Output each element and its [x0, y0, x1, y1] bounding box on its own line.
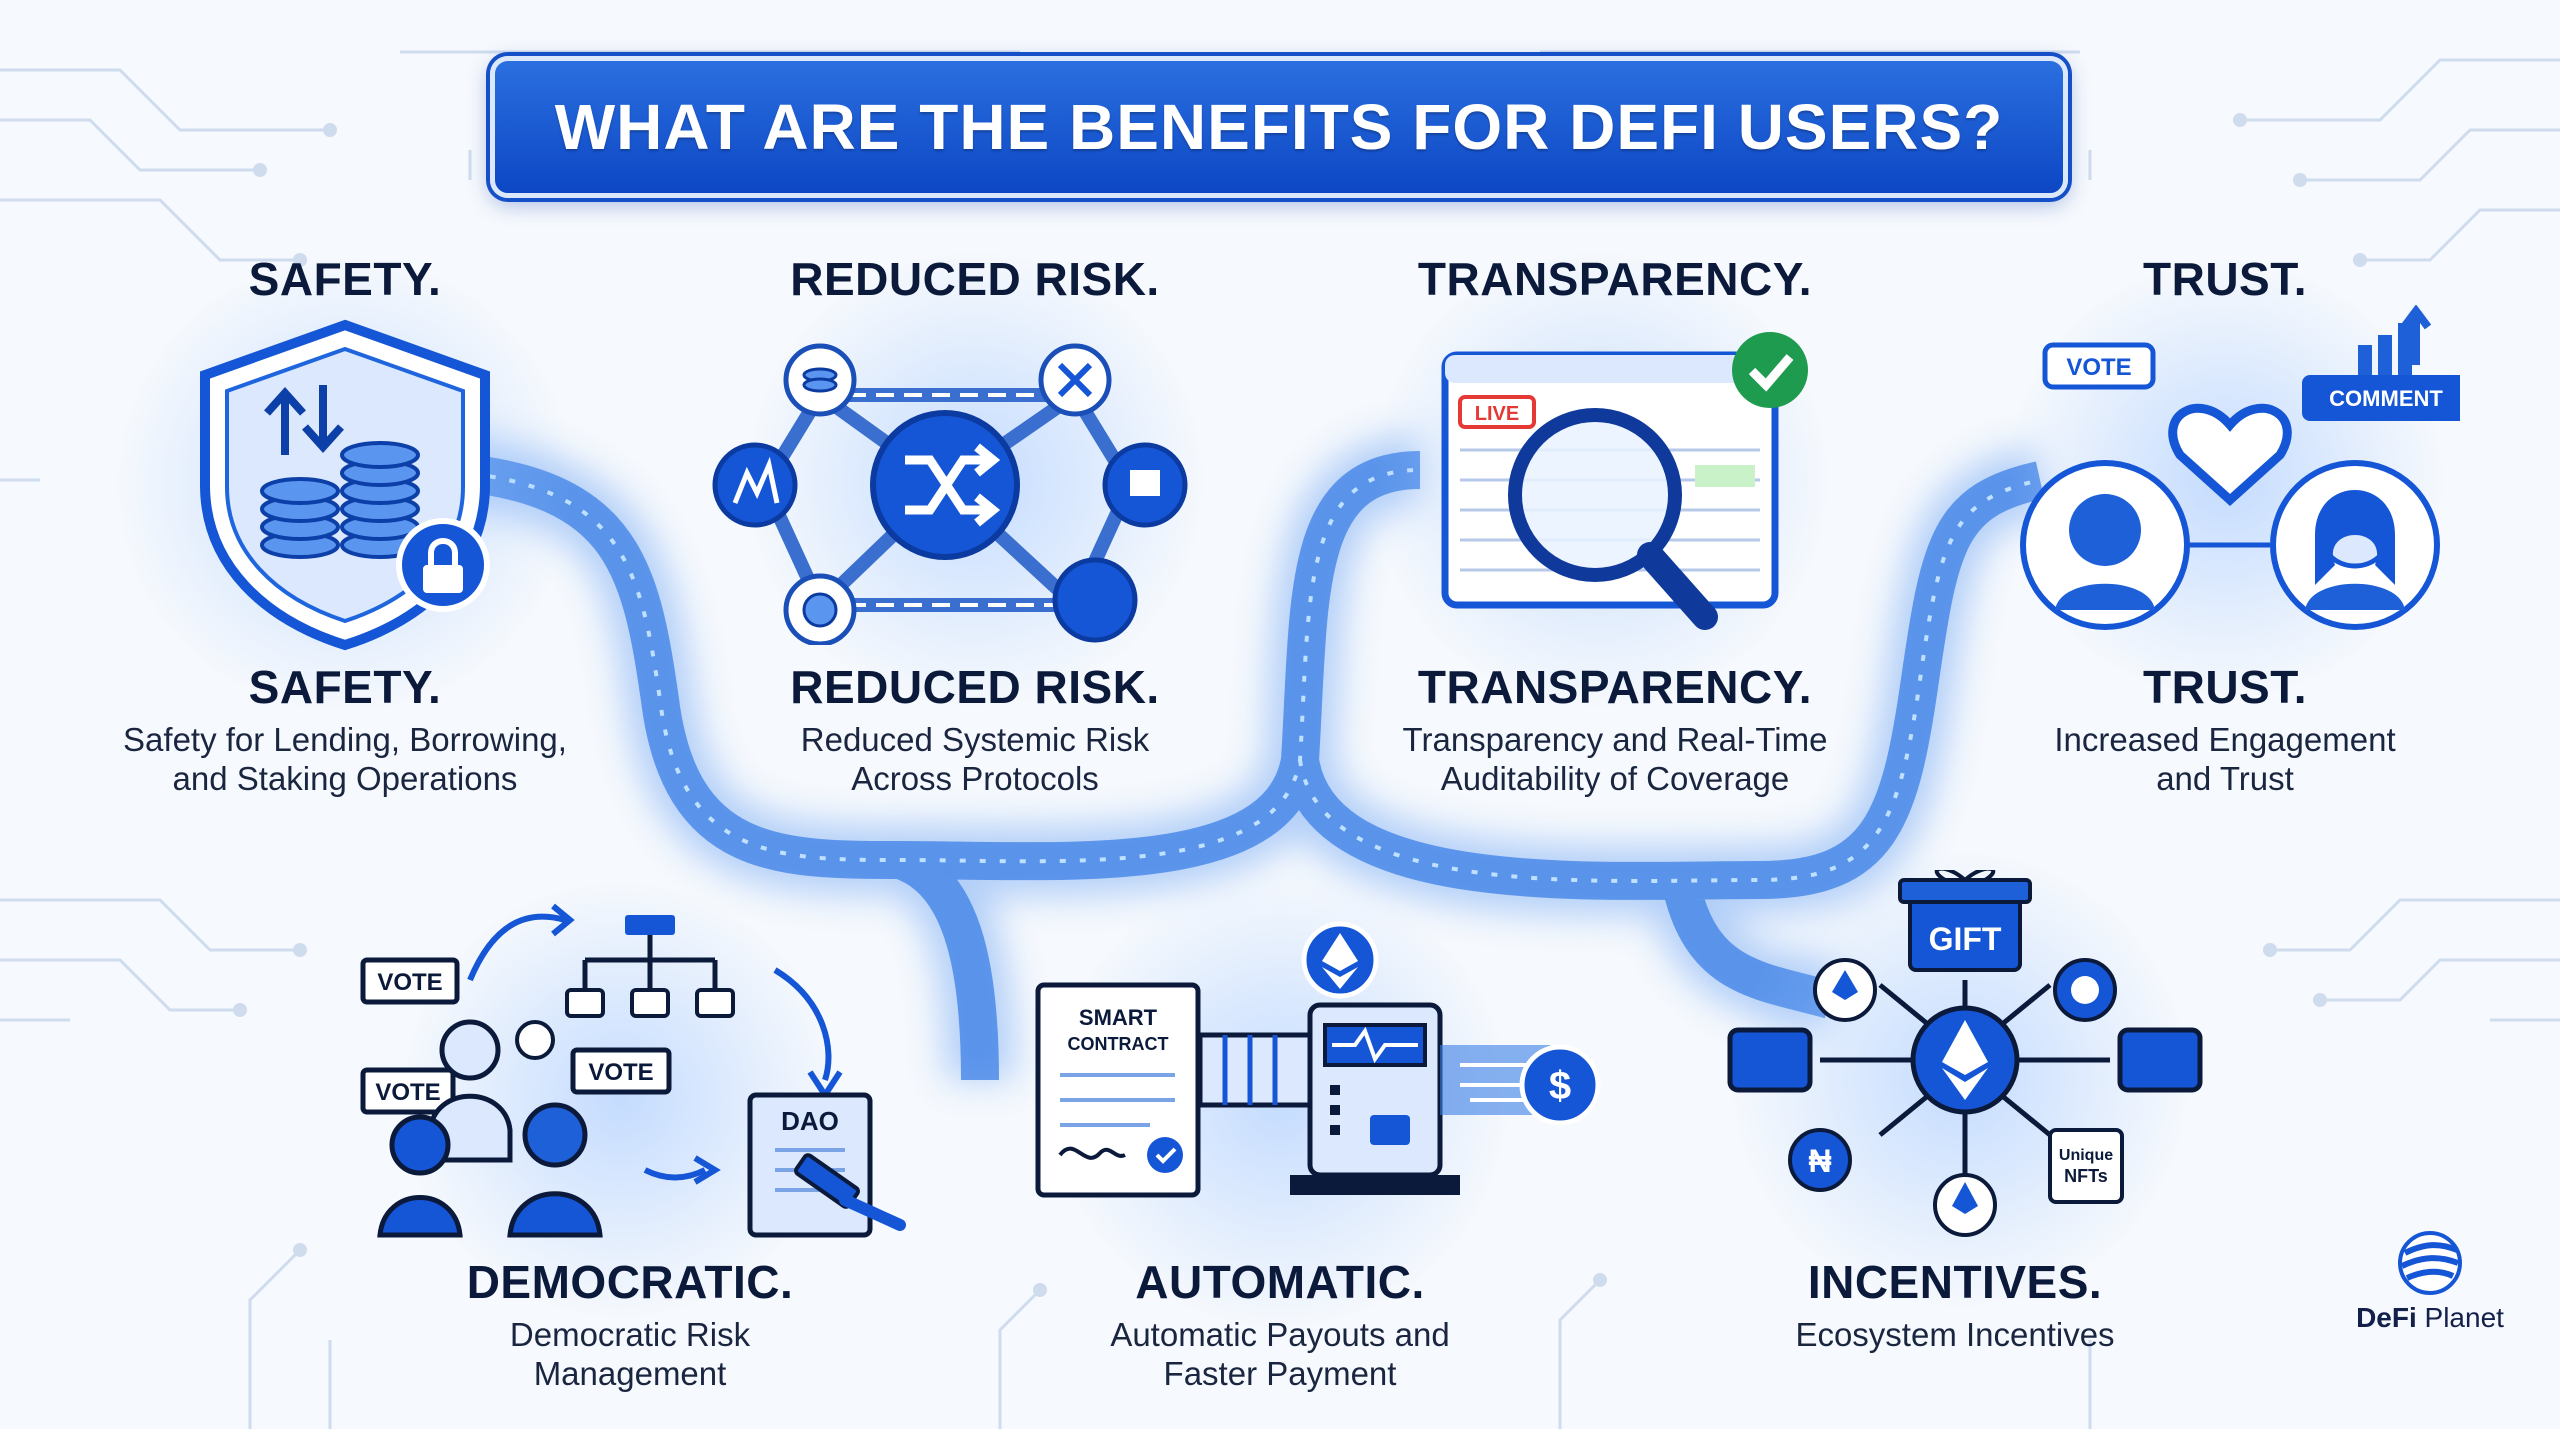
trust-desc-line2: and Trust — [2156, 760, 2294, 797]
transparency-top-heading: TRANSPARENCY. — [1417, 253, 1813, 305]
brand-name: DeFi Planet — [2335, 1302, 2525, 1334]
transparency-card-label: TRANSPARENCY. Transparency and Real-Time… — [1345, 660, 1885, 798]
brand-name-light: Planet — [2424, 1302, 2504, 1333]
brand-name-bold: DeFi — [2356, 1302, 2417, 1333]
svg-text:₦: ₦ — [1808, 1143, 1831, 1179]
democratic-desc-line2: Management — [533, 1355, 727, 1392]
democratic-card-label: DEMOCRATIC. Democratic Risk Management — [385, 1255, 875, 1393]
trust-desc-line1: Increased Engagement — [2054, 721, 2396, 758]
shield-coins-lock-icon — [200, 319, 490, 651]
reduced-risk-desc-line1: Reduced Systemic Risk — [800, 721, 1150, 758]
magnifier-dashboard-icon: LIVE — [1441, 332, 1808, 630]
safety-desc-line2: and Staking Operations — [172, 760, 518, 797]
gift-box-label: GIFT — [1929, 921, 2002, 957]
safety-top-heading: SAFETY. — [248, 253, 442, 305]
vote-sign-3: VOTE — [588, 1059, 653, 1086]
transparency-desc-line1: Transparency and Real-Time — [1402, 721, 1828, 758]
automatic-desc-line1: Automatic Payouts and — [1110, 1316, 1450, 1353]
dao-book-label: DAO — [781, 1106, 839, 1136]
safety-desc-line1: Safety for Lending, Borrowing, — [123, 721, 567, 758]
trust-card-label: TRUST. Increased Engagement and Trust — [1995, 660, 2455, 798]
incentives-card-label: INCENTIVES. Ecosystem Incentives — [1735, 1255, 2175, 1354]
automatic-desc-line2: Faster Payment — [1163, 1355, 1397, 1392]
smart-contract-line1: SMART — [1079, 1005, 1158, 1030]
democratic-heading: DEMOCRATIC. — [466, 1256, 794, 1308]
vote-sign-1: VOTE — [377, 969, 442, 996]
automatic-heading: AUTOMATIC. — [1135, 1256, 1425, 1308]
smart-contract-line2: CONTRACT — [1068, 1034, 1169, 1054]
reduced-risk-desc-line2: Across Protocols — [851, 760, 1099, 797]
transparency-desc-line2: Auditability of Coverage — [1440, 760, 1790, 797]
reduced-risk-top-heading: REDUCED RISK. — [790, 253, 1160, 305]
unique-nfts-line1: Unique — [2059, 1147, 2113, 1164]
people-heart-icon: VOTE COMMENT — [2020, 305, 2460, 630]
safety-heading: SAFETY. — [248, 661, 442, 713]
comment-bubble: COMMENT — [2329, 386, 2443, 411]
title-banner: WHAT ARE THE BENEFITS FOR DEFI USERS? — [490, 56, 2068, 198]
brand-logo: DeFi Planet — [2335, 1228, 2525, 1334]
reduced-risk-card-label: REDUCED RISK. Reduced Systemic Risk Acro… — [715, 660, 1235, 798]
svg-text:$: $ — [1549, 1064, 1571, 1108]
trust-heading: TRUST. — [2143, 661, 2307, 713]
incentives-heading: INCENTIVES. — [1807, 1256, 2103, 1308]
democratic-desc-line1: Democratic Risk — [509, 1316, 751, 1353]
trust-top-heading: TRUST. — [2143, 253, 2307, 305]
vote-dao-icon: VOTE VOTE VOTE DAO — [360, 903, 906, 1238]
vote-sign-2: VOTE — [375, 1079, 440, 1106]
page-title: WHAT ARE THE BENEFITS FOR DEFI USERS? — [554, 91, 2004, 163]
live-badge: LIVE — [1475, 403, 1519, 425]
globe-logo-icon — [2398, 1231, 2462, 1295]
unique-nfts-line2: NFTs — [2064, 1166, 2108, 1186]
ethereum-rewards-icon: GIFT ₦ Unique NFTs — [1727, 870, 2203, 1237]
automatic-card-label: AUTOMATIC. Automatic Payouts and Faster … — [1045, 1255, 1515, 1393]
vote-bubble-trust: VOTE — [2066, 354, 2131, 381]
safety-card-label: SAFETY. Safety for Lending, Borrowing, a… — [85, 660, 605, 798]
transparency-heading: TRANSPARENCY. — [1417, 661, 1813, 713]
chain-network-icon — [712, 343, 1188, 645]
smart-contract-machine-icon: SMART CONTRACT $ — [1035, 921, 1601, 1198]
incentives-desc-line1: Ecosystem Incentives — [1795, 1316, 2115, 1353]
reduced-risk-heading: REDUCED RISK. — [790, 661, 1160, 713]
